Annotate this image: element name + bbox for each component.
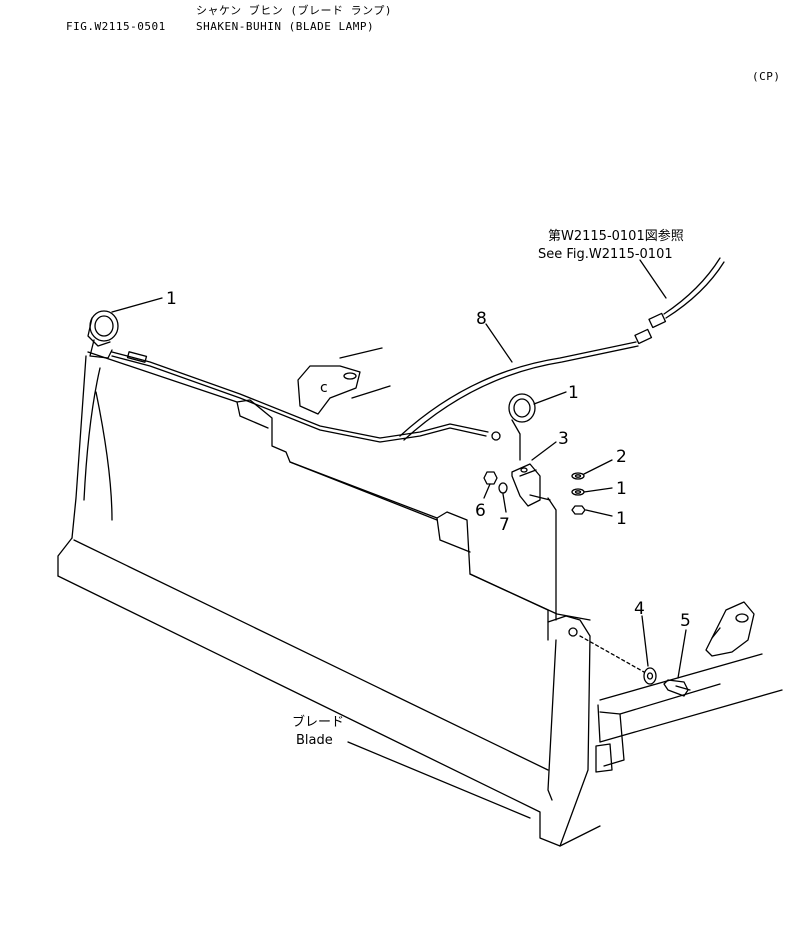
harness-connector-right <box>634 328 653 345</box>
leader-1-nut <box>585 509 613 517</box>
washer-2 <box>571 472 585 480</box>
leader-3 <box>531 441 557 461</box>
reference-jp: 第W2115-0101図参照 <box>548 228 684 244</box>
nut-1 <box>571 505 586 515</box>
frame-top <box>599 653 763 701</box>
side-plate-edge <box>547 497 557 621</box>
lamp-right-stem <box>511 419 521 461</box>
blade-notch-2 <box>436 517 471 553</box>
lamp-left-bracket <box>89 339 113 359</box>
blade-left-edge <box>71 355 87 539</box>
blade-inner-curve-2 <box>95 391 113 521</box>
washer-4 <box>643 667 657 685</box>
frame-brace <box>599 711 625 767</box>
right-trunnion-arm <box>711 627 721 639</box>
blade-mid-panel <box>469 573 549 641</box>
blade-label-en: Blade <box>296 733 333 748</box>
side-plate <box>547 615 591 847</box>
lock-washer-1 <box>571 488 585 496</box>
left-trunnion-line-2 <box>351 385 391 399</box>
harness-left <box>111 351 489 439</box>
callout-7-lock-washer: 7 <box>499 515 510 535</box>
leader-blade <box>347 741 531 819</box>
side-plate-hole <box>568 627 578 637</box>
trunnion-mark: c <box>320 380 328 396</box>
side-plate-inner <box>547 639 557 801</box>
ref-leader <box>639 259 667 299</box>
nut-6 <box>483 471 498 485</box>
leader-1-left <box>111 297 163 313</box>
left-trunnion-hole <box>343 372 357 380</box>
harness-to-ref <box>663 257 721 315</box>
leader-1-right <box>533 391 567 405</box>
blade-top-edge <box>87 351 591 621</box>
callout-4-washer: 4 <box>634 599 645 619</box>
leader-5 <box>677 629 687 679</box>
leader-4 <box>641 615 649 667</box>
leader-8 <box>485 323 513 363</box>
callout-1-right-lamp: 1 <box>568 383 579 403</box>
lamp-right-lens <box>508 393 536 423</box>
blade-upper-band <box>289 461 438 521</box>
frame-line <box>619 683 721 715</box>
callout-2-washer: 2 <box>616 447 627 467</box>
blade-notch <box>236 401 269 429</box>
leader-7 <box>502 493 507 513</box>
frame-block <box>595 743 613 773</box>
harness-to-ref-2 <box>665 261 725 319</box>
right-trunnion <box>705 601 755 657</box>
lock-washer-7 <box>498 482 508 494</box>
harness-main <box>399 341 637 437</box>
reference-en: See Fig.W2115-0101 <box>538 247 673 262</box>
harness-connector-far <box>648 312 667 329</box>
blade-left-lip <box>57 537 73 577</box>
header-kana-title: シャケン ブヒン (ブレード ランプ) <box>196 4 392 17</box>
bracket <box>511 463 541 507</box>
blade-lower-edge <box>57 575 601 847</box>
callout-1-lock-washer: 1 <box>616 479 627 499</box>
figure-number: FIG.W2115-0501 <box>66 20 166 33</box>
model-code: (CP) <box>752 70 781 83</box>
leader-6 <box>483 483 491 499</box>
lamp-left-housing <box>87 317 111 347</box>
leader-2 <box>583 459 613 475</box>
blade-inner-curve <box>83 367 101 501</box>
callout-1-nut: 1 <box>616 509 627 529</box>
blade-bottom-band <box>73 539 549 771</box>
right-trunnion-hole <box>735 613 749 623</box>
frame-bottom <box>599 689 783 743</box>
callout-3-bracket: 3 <box>558 429 569 449</box>
harness-left-2 <box>111 355 487 443</box>
harness-connector-left <box>126 351 148 363</box>
left-trunnion <box>297 365 361 415</box>
harness-main-2 <box>403 345 639 441</box>
figure-title: SHAKEN-BUHIN (BLADE LAMP) <box>196 20 375 33</box>
left-trunnion-line <box>339 347 383 359</box>
lamp-right-plug <box>491 431 501 441</box>
frame-end <box>597 704 601 743</box>
leader-1-lw <box>583 487 613 493</box>
callout-6-nut: 6 <box>475 501 486 521</box>
blade-label-jp: ブレード <box>292 714 344 730</box>
callout-8-harness: 8 <box>476 309 487 329</box>
callout-5-bolt: 5 <box>680 611 691 631</box>
callout-1-left-lamp: 1 <box>166 289 177 309</box>
